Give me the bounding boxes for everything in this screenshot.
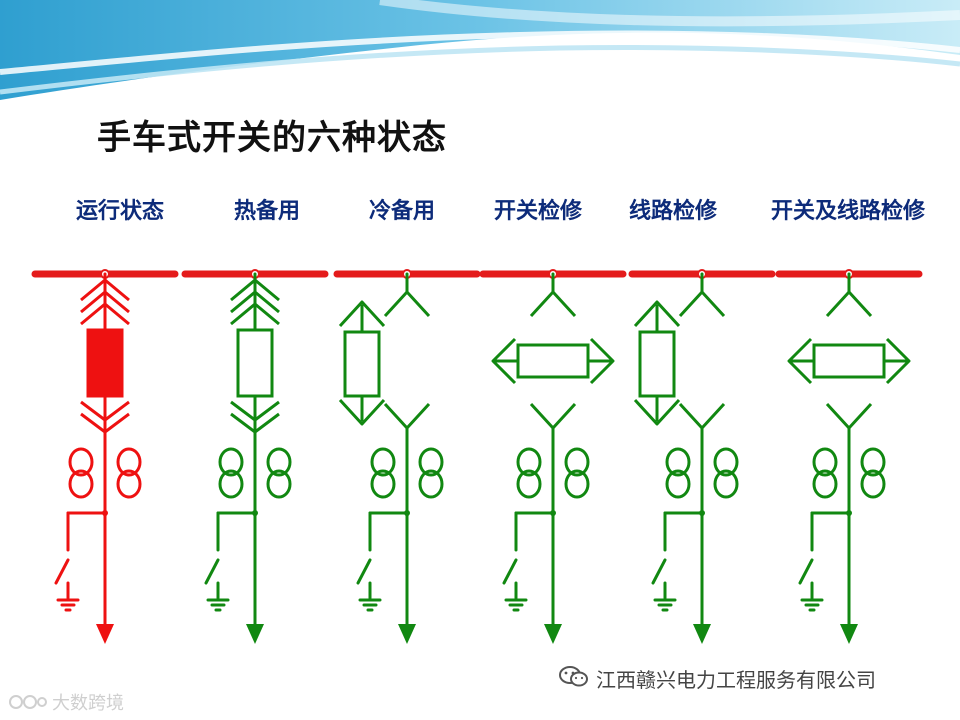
current-transformer-coil bbox=[516, 469, 542, 499]
wave-header-background bbox=[0, 0, 960, 100]
upper-contact-chevron bbox=[80, 278, 130, 302]
upper-contact-chevron bbox=[230, 278, 280, 302]
earth-switch-blade bbox=[356, 558, 372, 585]
current-transformer-coil bbox=[370, 447, 396, 477]
breaker-down-arrow bbox=[338, 398, 386, 426]
upper-contact-fork bbox=[383, 290, 431, 318]
breaker-left-arrow bbox=[787, 337, 813, 385]
current-transformer-coil bbox=[218, 469, 244, 499]
lower-contact-fork bbox=[678, 402, 726, 430]
lower-contact-fork bbox=[825, 402, 873, 430]
current-transformer-coil bbox=[418, 469, 444, 499]
current-transformer-coil bbox=[266, 469, 292, 499]
upper-contact-fork bbox=[529, 290, 577, 318]
circuit-breaker bbox=[516, 343, 590, 379]
breaker-right-arrow bbox=[885, 337, 911, 385]
current-transformer-coil bbox=[665, 469, 691, 499]
upper-contact-fork bbox=[825, 290, 873, 318]
current-transformer-coil bbox=[860, 469, 886, 499]
current-transformer-coil bbox=[266, 447, 292, 477]
upper-contact-chevron bbox=[80, 290, 130, 314]
circuit-breaker bbox=[86, 328, 124, 398]
outgoing-arrow bbox=[840, 624, 858, 644]
wechat-icon bbox=[559, 666, 588, 687]
source-credit: 江西赣兴电力工程服务有限公司 bbox=[596, 668, 876, 692]
watermark-text: 大数跨境 bbox=[52, 693, 124, 714]
earth-switch-blade bbox=[798, 558, 814, 585]
breaker-left-arrow bbox=[491, 337, 517, 385]
current-transformer-coil bbox=[564, 447, 590, 477]
outgoing-arrow bbox=[246, 624, 264, 644]
outgoing-arrow bbox=[693, 624, 711, 644]
upper-contact-chevron bbox=[80, 302, 130, 326]
current-transformer-coil bbox=[860, 447, 886, 477]
current-transformer-coil bbox=[116, 447, 142, 477]
current-transformer-coil bbox=[218, 447, 244, 477]
current-transformer-coil bbox=[68, 469, 94, 499]
earth-switch-blade bbox=[54, 558, 70, 585]
switchgear-unit-4 bbox=[479, 269, 627, 644]
breaker-right-arrow bbox=[589, 337, 615, 385]
circuit-breaker bbox=[236, 328, 274, 398]
state-label-2: 热备用 bbox=[233, 198, 301, 224]
watermark: 大数跨境 bbox=[8, 689, 124, 715]
earth-switch-blade bbox=[651, 558, 667, 585]
outgoing-arrow bbox=[544, 624, 562, 644]
circuit-breaker bbox=[343, 330, 381, 398]
current-transformer-coil bbox=[116, 469, 142, 499]
current-transformer-coil bbox=[713, 469, 739, 499]
state-label-1: 运行状态 bbox=[75, 198, 165, 224]
state-label-5: 线路检修 bbox=[628, 198, 718, 224]
outgoing-arrow bbox=[398, 624, 416, 644]
circuit-breaker bbox=[638, 330, 676, 398]
switchgear-unit-3 bbox=[333, 269, 481, 644]
switchgear-unit-5 bbox=[628, 269, 776, 644]
upper-contact-chevron bbox=[230, 302, 280, 326]
lower-contact-chevron bbox=[80, 400, 130, 422]
upper-contact-fork bbox=[678, 290, 726, 318]
current-transformer-coil bbox=[812, 469, 838, 499]
breaker-up-arrow bbox=[633, 300, 681, 328]
current-transformer-coil bbox=[516, 447, 542, 477]
page-title: 手车式开关的六种状态 bbox=[97, 118, 447, 158]
upper-contact-chevron bbox=[230, 290, 280, 314]
current-transformer-coil bbox=[564, 469, 590, 499]
breaker-up-arrow bbox=[338, 300, 386, 328]
switchgear-unit-6 bbox=[775, 269, 923, 644]
current-transformer-coil bbox=[370, 469, 396, 499]
state-label-3: 冷备用 bbox=[368, 198, 436, 224]
state-label-6: 开关及线路检修 bbox=[770, 198, 926, 224]
current-transformer-coil bbox=[812, 447, 838, 477]
state-label-4: 开关检修 bbox=[493, 198, 583, 224]
lower-contact-fork bbox=[383, 402, 431, 430]
lower-contact-chevron bbox=[230, 400, 280, 422]
current-transformer-coil bbox=[665, 447, 691, 477]
lower-contact-fork bbox=[529, 402, 577, 430]
current-transformer-coil bbox=[418, 447, 444, 477]
earth-switch-blade bbox=[204, 558, 220, 585]
current-transformer-coil bbox=[68, 447, 94, 477]
watermark-logo-icon bbox=[9, 695, 47, 709]
outgoing-arrow bbox=[96, 624, 114, 644]
earth-switch-blade bbox=[502, 558, 518, 585]
circuit-breaker bbox=[812, 343, 886, 379]
switchgear-unit-1 bbox=[31, 269, 179, 644]
switchgear-unit-2 bbox=[181, 269, 329, 644]
current-transformer-coil bbox=[713, 447, 739, 477]
breaker-down-arrow bbox=[633, 398, 681, 426]
